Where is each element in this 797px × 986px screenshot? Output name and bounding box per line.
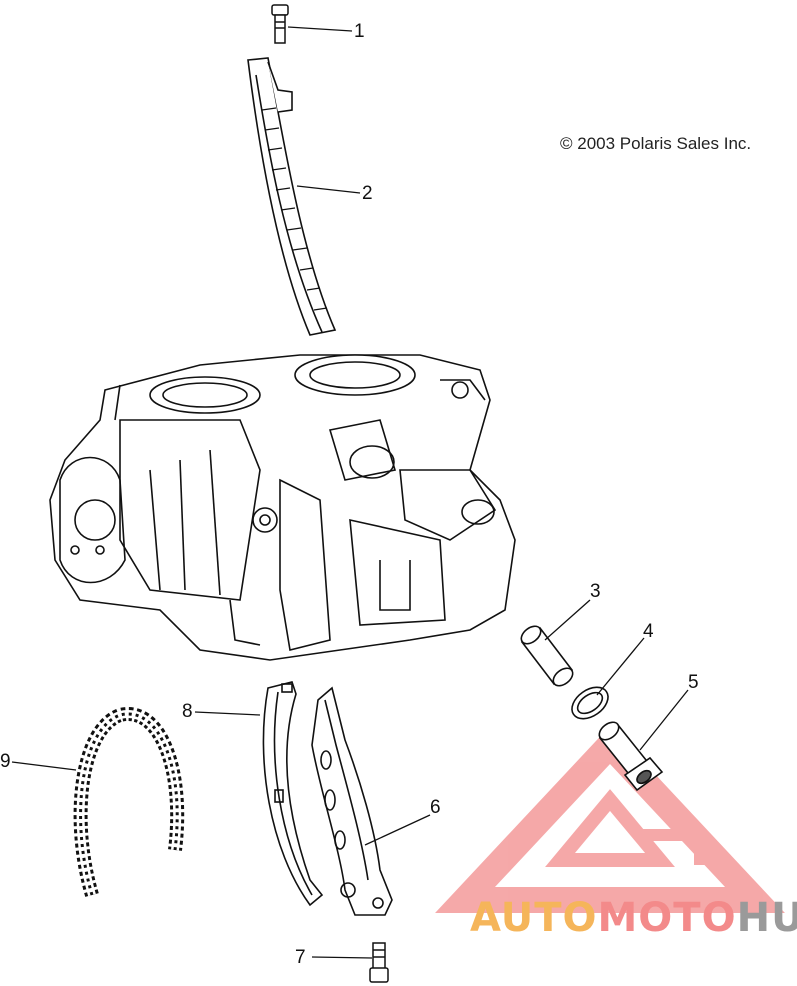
callout-8: 8 xyxy=(182,701,193,722)
watermark-logo-icon xyxy=(435,725,785,913)
callout-5: 5 xyxy=(688,672,699,693)
watermark-part-moto: MOTO xyxy=(597,895,737,941)
callout-3: 3 xyxy=(590,581,601,602)
part-2-chain-guide-upper-icon xyxy=(247,57,337,336)
part-5-tensioner-pivot-icon xyxy=(598,721,664,792)
part-1-bolt-icon xyxy=(271,4,289,44)
leader-lines xyxy=(11,26,689,959)
watermark-brand: AUTOMOTOHUB xyxy=(470,898,797,938)
callout-1: 1 xyxy=(354,21,365,42)
part-4-washer-icon xyxy=(571,686,609,720)
callout-4: 4 xyxy=(643,621,654,642)
copyright-notice: © 2003 Polaris Sales Inc. xyxy=(560,134,752,153)
callout-9: 9 xyxy=(0,751,11,772)
callout-2: 2 xyxy=(362,183,373,204)
part-7-bolt-icon xyxy=(369,942,389,983)
watermark-part-hub: HUB xyxy=(736,895,797,941)
engine-block-icon xyxy=(49,354,516,661)
part-6-chain-tensioner-arm-icon xyxy=(311,686,393,916)
part-9-cam-chain-icon xyxy=(73,707,185,897)
part-3-bushing-icon xyxy=(520,625,574,687)
watermark-part-auto: AUTO xyxy=(470,895,598,941)
callout-7: 7 xyxy=(295,947,306,968)
callout-6: 6 xyxy=(430,797,441,818)
part-8-chain-guide-lower-icon xyxy=(262,681,324,907)
